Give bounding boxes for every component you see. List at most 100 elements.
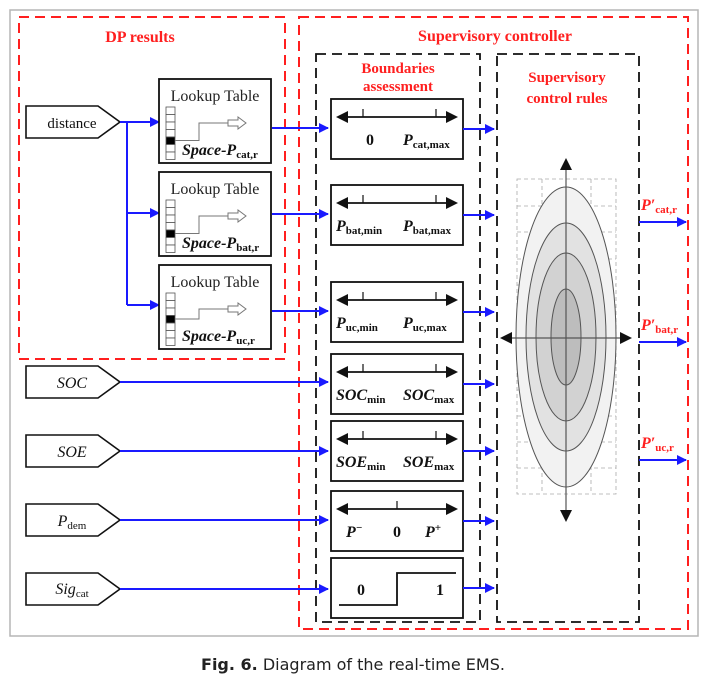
lookup-table-box	[158, 78, 272, 164]
input-distance: distance	[25, 105, 122, 139]
output-signal: P′cat,r	[639, 197, 687, 227]
range-max-label: P+	[424, 522, 441, 541]
hollow-arrow-icon	[227, 116, 247, 130]
lookup-pointer-line	[175, 122, 228, 141]
boundary-box: Pbat,min Pbat,max	[330, 184, 495, 246]
input-sigcat: Sigcat	[25, 572, 329, 606]
range-arrow-left-icon	[336, 197, 348, 209]
lookup-cell	[165, 307, 176, 316]
boundaries-title-line2: assessment	[363, 79, 433, 95]
range-max-label: SOCmax	[403, 387, 455, 406]
boundary-box: 0 Pcat,max	[330, 98, 495, 160]
lookup-cell	[165, 207, 176, 216]
figure-caption: Fig. 6. Diagram of the real-time EMS.	[0, 655, 706, 674]
output-signal: P′bat,r	[639, 317, 687, 347]
axis-arrow-right-icon	[620, 332, 632, 344]
range-arrow-right-icon	[446, 294, 458, 306]
lookup-cell	[165, 151, 176, 160]
lookup-table-label: Space-Pcat,r	[182, 142, 258, 161]
hollow-arrow-icon	[227, 209, 247, 223]
boundary-box-frame	[330, 184, 464, 246]
dp-results-title: DP results	[105, 29, 174, 46]
outputs: P′cat,rP′bat,rP′uc,r	[639, 197, 687, 465]
range-max-label: SOEmax	[403, 454, 455, 473]
lookup-cell	[165, 214, 176, 223]
boundary-box-frame	[330, 98, 464, 160]
range-arrow-left-icon	[336, 503, 348, 515]
boundary-box: P− 0 P+	[330, 490, 495, 552]
lookup-cell	[165, 322, 176, 331]
lookup-cell	[165, 229, 176, 238]
range-min-label: Puc,min	[335, 315, 378, 334]
output-label: P′uc,r	[640, 435, 674, 454]
lookup-table-title: Lookup Table	[171, 181, 260, 198]
dp-results-group	[18, 16, 286, 360]
lookup-cell	[165, 244, 176, 253]
rules-title-line1: Supervisory	[528, 70, 606, 86]
range-arrow-left-icon	[336, 433, 348, 445]
lookup-cell	[165, 199, 176, 208]
range-min-label: Pbat,min	[335, 218, 382, 237]
lookup-pointer-line	[175, 308, 228, 320]
lookup-cell	[165, 300, 176, 309]
rules-title-line2: control rules	[527, 91, 608, 107]
step-low-label: 0	[357, 582, 365, 599]
lookup-table-box	[158, 171, 272, 257]
range-arrow-left-icon	[336, 294, 348, 306]
range-arrow-right-icon	[446, 366, 458, 378]
axis-arrow-down-icon	[560, 510, 572, 522]
input-pdem: Pdem	[25, 503, 329, 537]
lookup-cell	[165, 114, 176, 123]
input-soc-label: SOC	[57, 375, 88, 392]
output-label: P′cat,r	[640, 197, 677, 216]
range-arrow-left-icon	[336, 111, 348, 123]
figure-frame	[9, 9, 699, 637]
lookup-table-label: Space-Puc,r	[182, 328, 255, 347]
lookup-cell	[165, 330, 176, 339]
range-arrow-right-icon	[446, 503, 458, 515]
step-high-label: 1	[436, 582, 444, 599]
control-rules-contour	[500, 158, 632, 522]
output-label: P′bat,r	[640, 317, 678, 336]
ems-diagram: DP results Supervisory controller Bounda…	[9, 9, 699, 637]
lookup-output-connectors	[272, 123, 329, 316]
range-zero-label: 0	[393, 524, 401, 541]
input-soe: SOE	[25, 434, 329, 468]
control-rules-group	[496, 53, 640, 623]
lookup-table-title: Lookup Table	[171, 88, 260, 105]
boundaries-assessment-group	[315, 53, 481, 623]
range-arrow-right-icon	[446, 433, 458, 445]
range-max-label: Pcat,max	[402, 132, 450, 151]
input-distance-label: distance	[47, 116, 96, 132]
lookup-cell	[165, 337, 176, 346]
range-min-label: SOCmin	[336, 387, 385, 406]
lookup-pointer-line	[175, 215, 228, 234]
range-min-label: P−	[345, 522, 362, 541]
lookup-cell	[165, 144, 176, 153]
supervisory-controller-group	[298, 16, 689, 630]
boundary-box-frame	[330, 353, 464, 415]
boundary-box-frame	[330, 490, 464, 552]
output-signal: P′uc,r	[639, 435, 687, 465]
lookup-cell	[165, 237, 176, 246]
boundaries-title-line1: Boundaries	[361, 61, 435, 77]
range-arrow-right-icon	[446, 197, 458, 209]
distance-connectors	[120, 117, 160, 310]
range-max-label: Pbat,max	[402, 218, 451, 237]
range-min-label: 0	[366, 132, 374, 149]
caption-text: Diagram of the real-time EMS.	[262, 655, 505, 674]
input-pdem-label: Pdem	[57, 513, 87, 532]
lookup-table-box	[158, 264, 272, 350]
axis-arrow-up-icon	[560, 158, 572, 170]
lookup-cell	[165, 136, 176, 145]
axis-arrow-left-icon	[500, 332, 512, 344]
caption-label: Fig. 6.	[201, 655, 258, 674]
boundary-box: SOCmin SOCmax	[330, 353, 495, 415]
lookup-table-title: Lookup Table	[171, 274, 260, 291]
